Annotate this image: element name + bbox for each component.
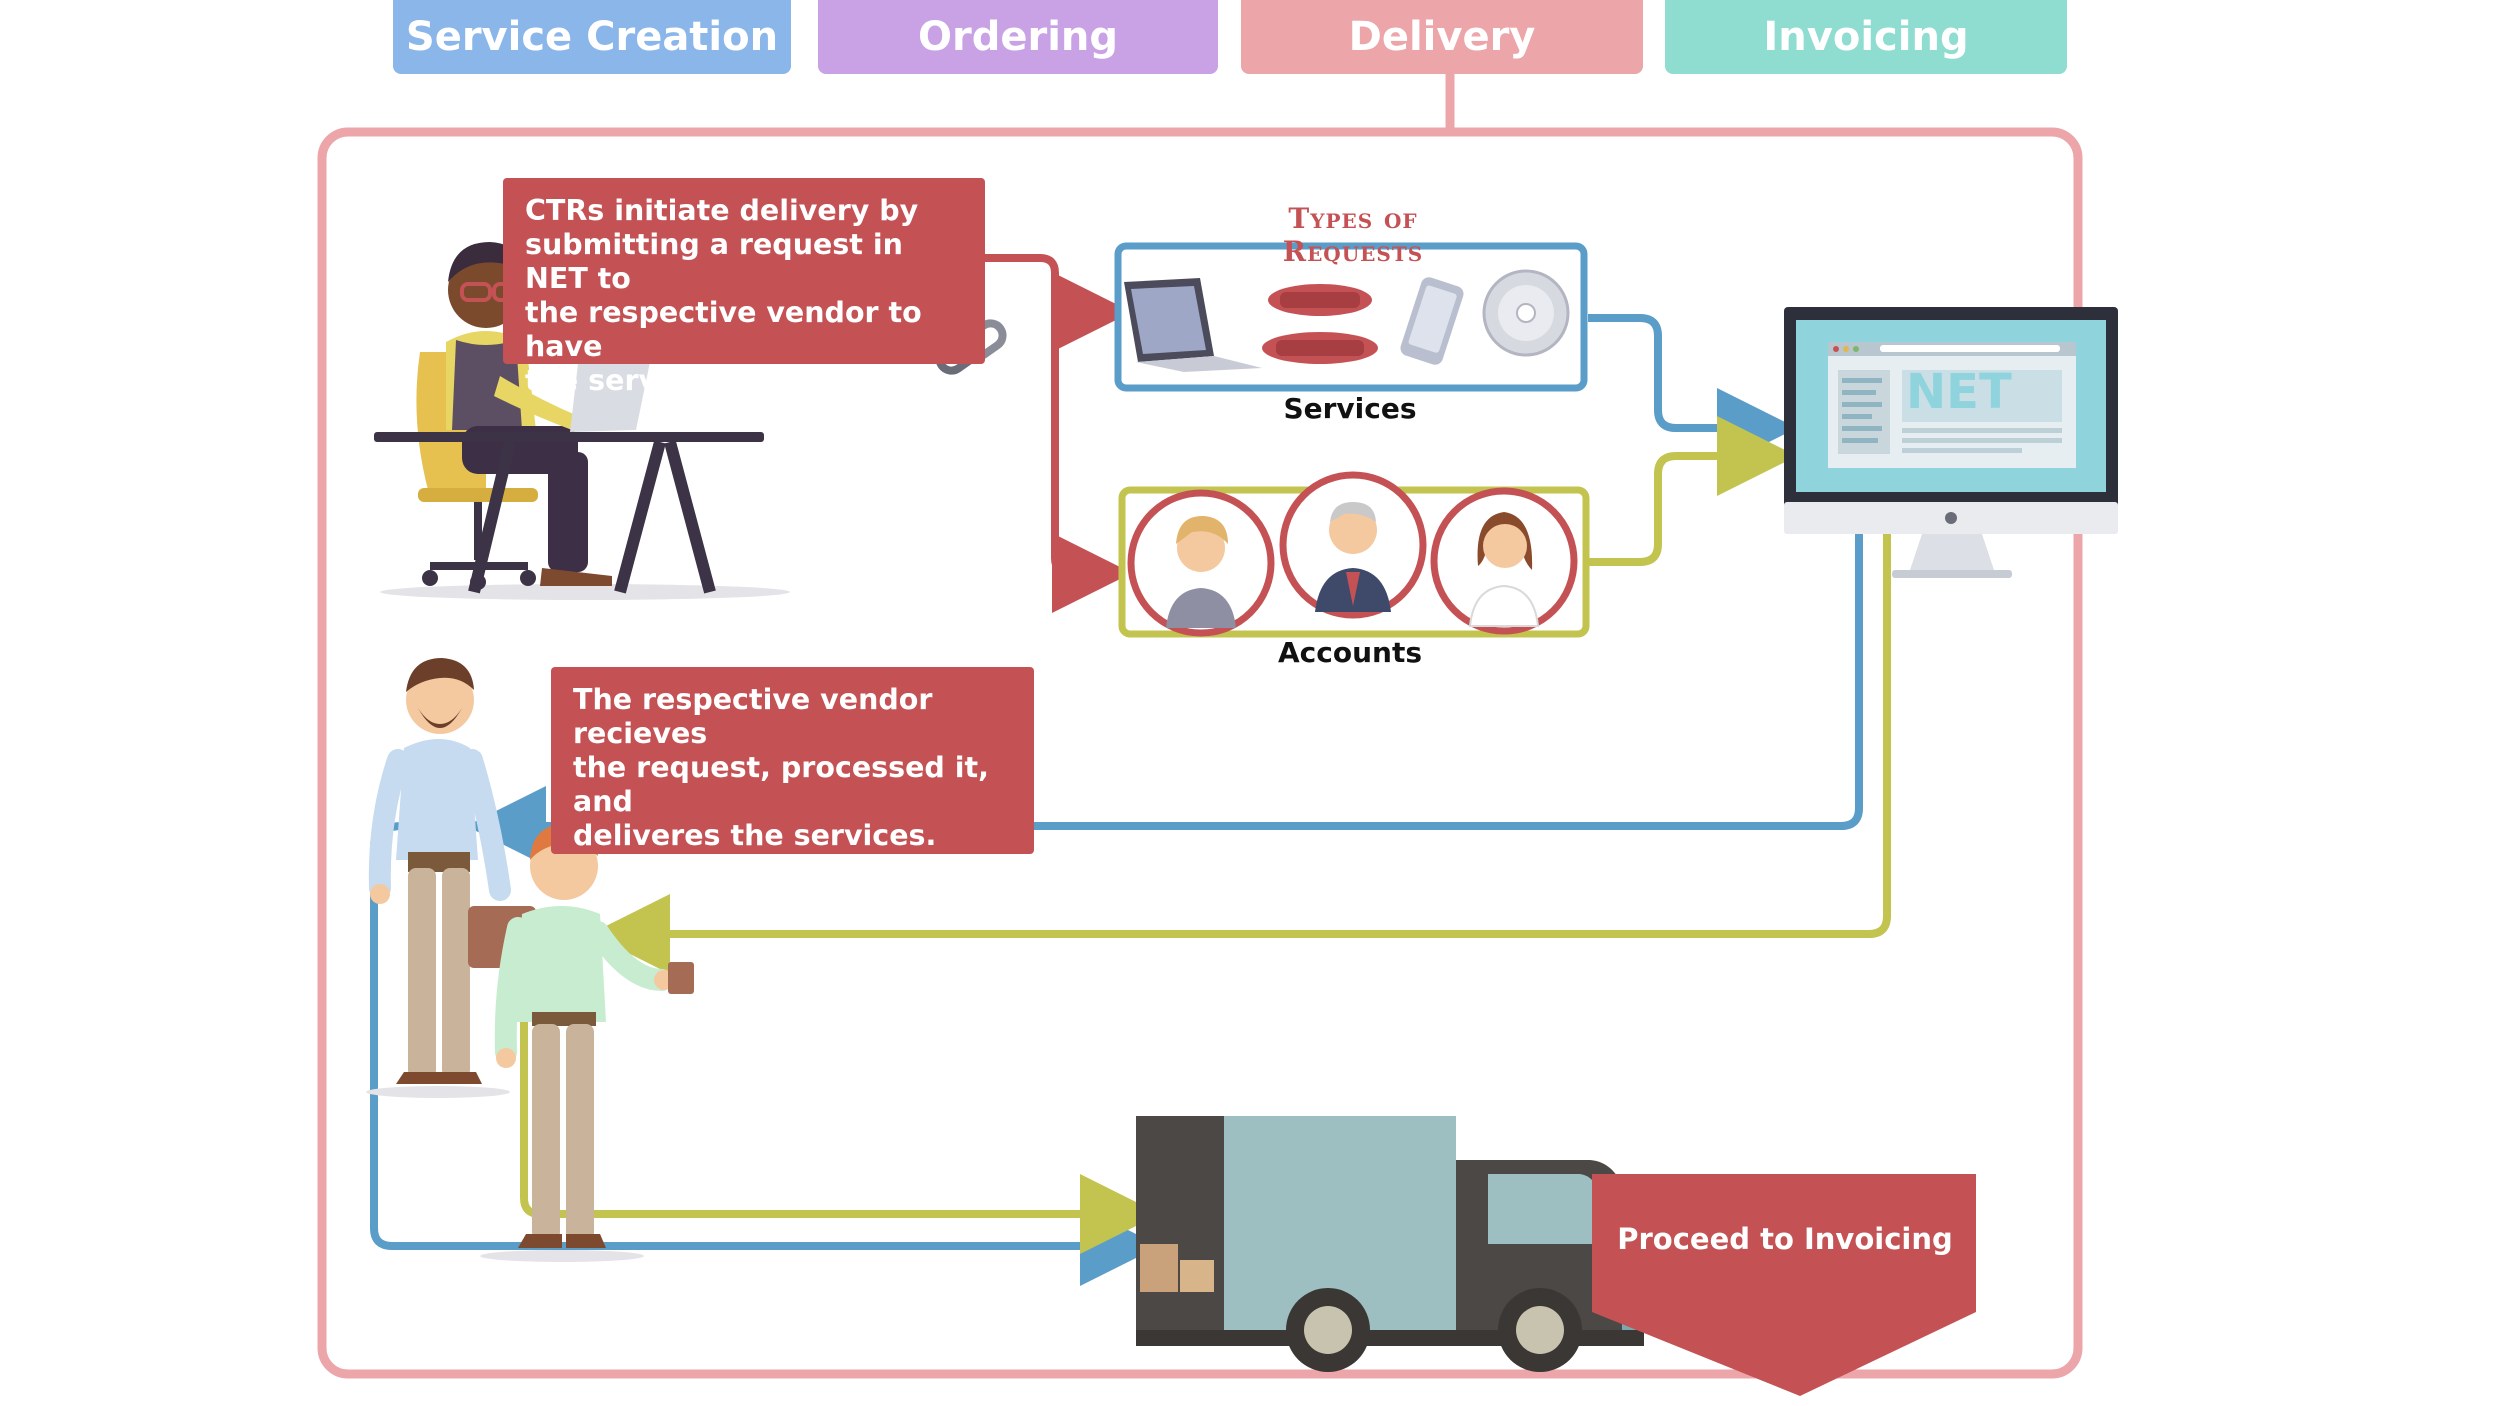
elderly-man-avatar-icon <box>1279 471 1427 619</box>
vendor-redhead-illustration <box>480 824 694 1262</box>
types-of-requests-title: Types of Requests <box>1282 202 1424 268</box>
net-to-vendor-line <box>466 534 1863 866</box>
ctr-initiate-callout: CTRs initiate delivery by submitting a r… <box>503 178 985 397</box>
monitor-icon: NET <box>1784 307 2118 578</box>
woman-avatar-icon <box>1430 487 1578 635</box>
tab-invoicing[interactable]: Invoicing <box>1665 0 2067 74</box>
net-screen-text: NET <box>1906 364 2012 420</box>
tab-ordering[interactable]: Ordering <box>818 0 1218 74</box>
account-to-truck-line <box>520 960 1160 1254</box>
net-to-account-line <box>590 534 1891 974</box>
services-to-net-line <box>1588 314 1797 468</box>
proceed-to-invoicing-shape <box>1592 1174 1976 1396</box>
disc-icon <box>1482 269 1570 357</box>
telephone-icon <box>1262 284 1378 364</box>
tab-service-creation[interactable]: Service Creation <box>393 0 791 74</box>
tab-delivery[interactable]: Delivery <box>1241 0 1643 74</box>
delivery-frame <box>317 74 2083 1379</box>
proceed-to-invoicing-button[interactable]: Proceed to Invoicing <box>1617 1222 1953 1256</box>
woman-avatar-icon <box>1127 489 1275 637</box>
delivery-truck-icon <box>1136 1116 1644 1372</box>
accounts-to-net-line <box>1588 416 1797 566</box>
accounts-box <box>1118 471 1590 638</box>
vendor-process-callout: The respective vendor recieves the reque… <box>551 667 1034 854</box>
smartphone-icon <box>1400 277 1464 365</box>
services-label: Services <box>1283 392 1417 425</box>
accounts-label: Accounts <box>1277 636 1423 669</box>
request-connector <box>985 254 1132 613</box>
laptop-icon <box>1124 278 1262 372</box>
services-box <box>1114 242 1588 392</box>
vendor-man-illustration <box>366 658 536 1098</box>
vendor-to-truck-line <box>370 822 1160 1286</box>
